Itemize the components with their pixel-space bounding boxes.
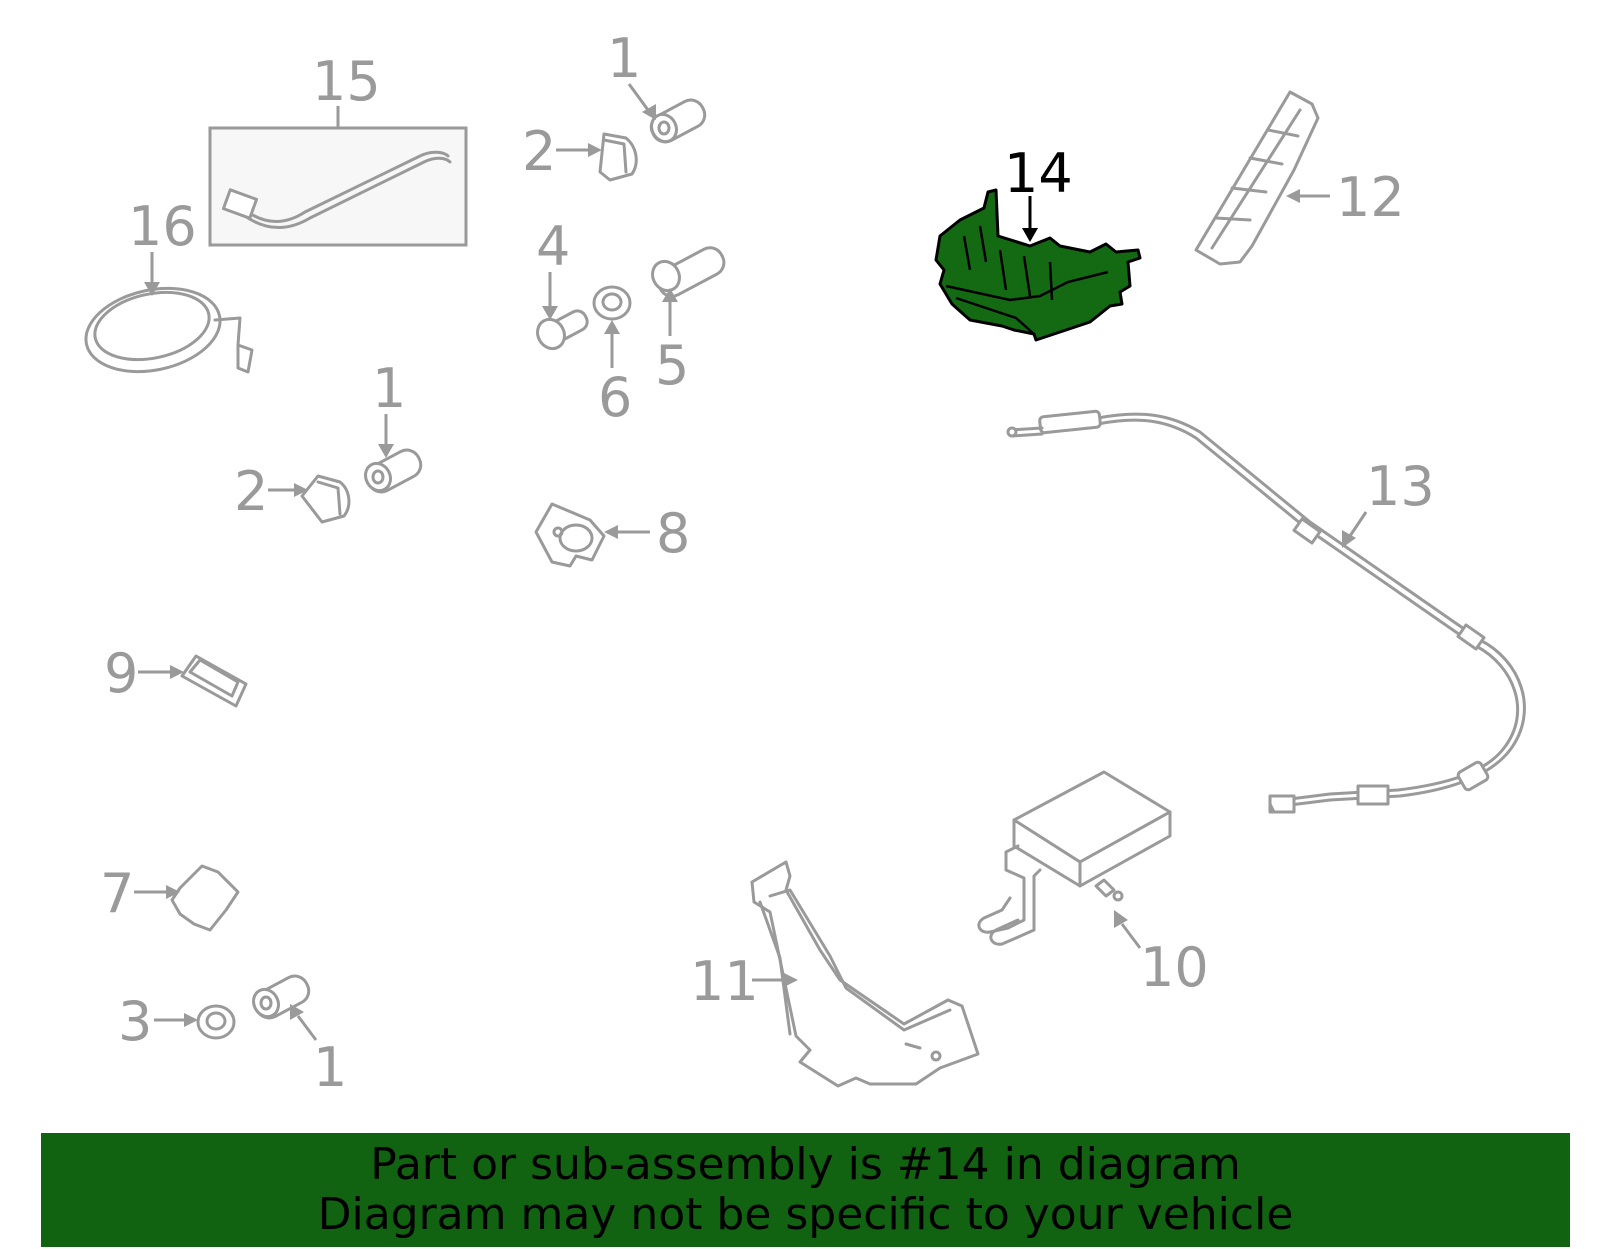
part-12-trim-panel-icon — [1194, 90, 1330, 266]
part-13-cable-icon — [1006, 409, 1526, 814]
part-1-sleeve-icon-c — [252, 974, 318, 1041]
part-1-sleeve-icon-a — [627, 83, 707, 144]
callout-2-middle: 2 — [234, 460, 268, 523]
callout-13: 13 — [1366, 455, 1435, 518]
callout-16: 16 — [128, 195, 197, 258]
callout-5: 5 — [655, 334, 689, 397]
callout-11: 11 — [690, 950, 759, 1013]
part-11-bracket-icon — [750, 860, 980, 1088]
callout-6: 6 — [598, 366, 632, 429]
part-8-gasket-icon — [534, 502, 650, 568]
part-16-speaker-ring-icon — [84, 252, 254, 374]
callout-9: 9 — [104, 642, 138, 705]
part-5-spacer-icon — [651, 246, 726, 336]
part-10-control-module-icon — [977, 770, 1172, 949]
part-info-banner: Part or sub-assembly is #14 in diagram D… — [41, 1133, 1570, 1247]
part-6-nut-icon — [592, 285, 632, 368]
part-14-console-bracket-icon — [934, 188, 1142, 342]
banner-line-2: Diagram may not be specific to your vehi… — [317, 1189, 1294, 1240]
callout-12: 12 — [1336, 166, 1405, 229]
callout-10: 10 — [1140, 936, 1209, 999]
callout-1-middle: 1 — [372, 357, 406, 420]
part-1-sleeve-icon-b — [364, 414, 423, 494]
callout-14: 14 — [1004, 142, 1073, 205]
part-7-clip-icon — [134, 864, 240, 932]
part-9-lamp-icon — [138, 654, 248, 708]
callout-15: 15 — [312, 50, 381, 113]
callout-8: 8 — [656, 502, 690, 565]
callout-4: 4 — [536, 215, 570, 278]
banner-line-1: Part or sub-assembly is #14 in diagram — [370, 1139, 1241, 1190]
callout-2-top: 2 — [522, 120, 556, 183]
part-4-bolt-icon — [536, 272, 589, 351]
part-3-nut-icon — [154, 1004, 236, 1040]
callout-1-bottom: 1 — [313, 1036, 347, 1099]
part-2-clip-icon-b — [268, 474, 351, 524]
part-15-wire-harness-icon — [208, 106, 468, 247]
callout-1-top: 1 — [607, 27, 641, 90]
callout-7: 7 — [100, 862, 134, 925]
part-2-clip-icon-a — [556, 132, 638, 182]
callout-3: 3 — [118, 990, 152, 1053]
